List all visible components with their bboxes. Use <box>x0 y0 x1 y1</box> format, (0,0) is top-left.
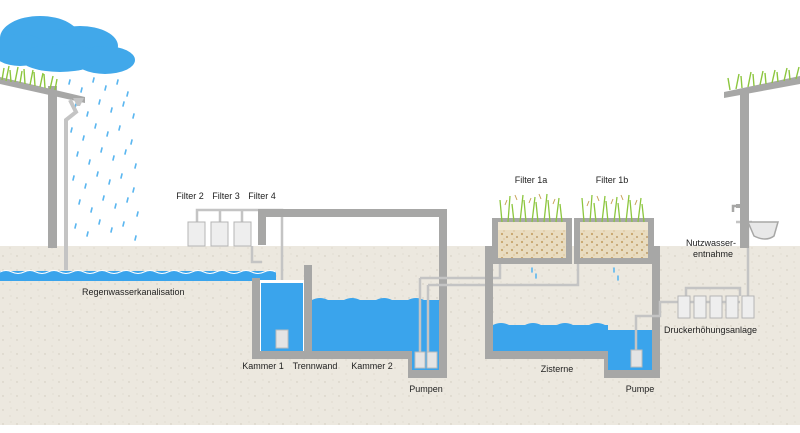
storage-tank <box>252 209 447 378</box>
chamber-pump <box>275 329 289 349</box>
cistern <box>485 246 678 378</box>
filter-drip <box>531 267 619 281</box>
label-nutzwasser-2: entnahme <box>693 249 733 259</box>
green-roof-left <box>1 65 58 91</box>
left-building <box>0 65 85 248</box>
gutter-funnel <box>73 98 84 106</box>
sink-icon <box>746 221 779 240</box>
right-building <box>724 66 800 248</box>
pump-2 <box>426 351 438 369</box>
label-regenwasserkanalisation: Regenwasserkanalisation <box>82 287 185 297</box>
pump-1 <box>414 351 426 369</box>
label-kammer-2: Kammer 2 <box>351 361 393 371</box>
downpipe <box>64 99 79 270</box>
label-filter-1a: Filter 1a <box>515 175 548 185</box>
label-zisterne: Zisterne <box>541 364 574 374</box>
pipes-to-filters <box>420 264 580 287</box>
rain-drops-icon <box>68 77 139 241</box>
filter-bed-1b <box>574 194 654 264</box>
label-trennwand: Trennwand <box>293 361 338 371</box>
label-filter-4: Filter 4 <box>248 191 276 201</box>
label-nutzwasser-1: Nutzwasser- <box>686 238 736 248</box>
label-kammer-1: Kammer 1 <box>242 361 284 371</box>
filter-group-2-3-4 <box>187 208 284 335</box>
filter-bed-1a <box>492 193 572 264</box>
pressure-booster-unit <box>677 220 755 319</box>
cistern-pump <box>630 349 643 368</box>
label-filter-3: Filter 3 <box>212 191 240 201</box>
faucet-icon <box>731 204 744 212</box>
label-filter-2: Filter 2 <box>176 191 204 201</box>
label-pumpen: Pumpen <box>409 384 443 394</box>
label-filter-1b: Filter 1b <box>596 175 629 185</box>
cloud-icon <box>0 16 135 74</box>
sewer-channel <box>0 270 277 281</box>
label-pumpe: Pumpe <box>626 384 655 394</box>
label-druckerhoehungsanlage: Druckerhöhungsanlage <box>664 325 757 335</box>
separating-wall <box>304 265 312 355</box>
